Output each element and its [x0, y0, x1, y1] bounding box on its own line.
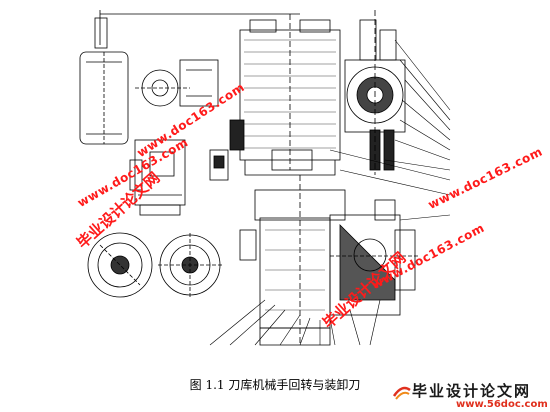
bottom-left-circle-views: [87, 232, 222, 298]
leader-lines-bottom: [209, 214, 451, 346]
right-upper-gear-assembly: [344, 10, 406, 175]
corner-logo: 毕业设计论文网 www.56doc.com: [392, 378, 550, 412]
corner-logo-title: 毕业设计论文网: [412, 382, 532, 400]
corner-logo-url: www.56doc.com: [456, 399, 548, 410]
swoosh-logo-icon: [392, 386, 411, 400]
top-left-round-part: [135, 59, 219, 107]
technical-drawing: [79, 10, 451, 346]
left-middle-part: [129, 139, 229, 216]
figure-caption: 图 1.1 刀库机械手回转与装卸刀: [189, 378, 361, 392]
main-upper-assembly: [229, 14, 341, 176]
main-lower-assembly: [239, 175, 420, 346]
leader-lines-right: [329, 39, 451, 196]
top-left-hanging-assembly: [79, 10, 300, 145]
